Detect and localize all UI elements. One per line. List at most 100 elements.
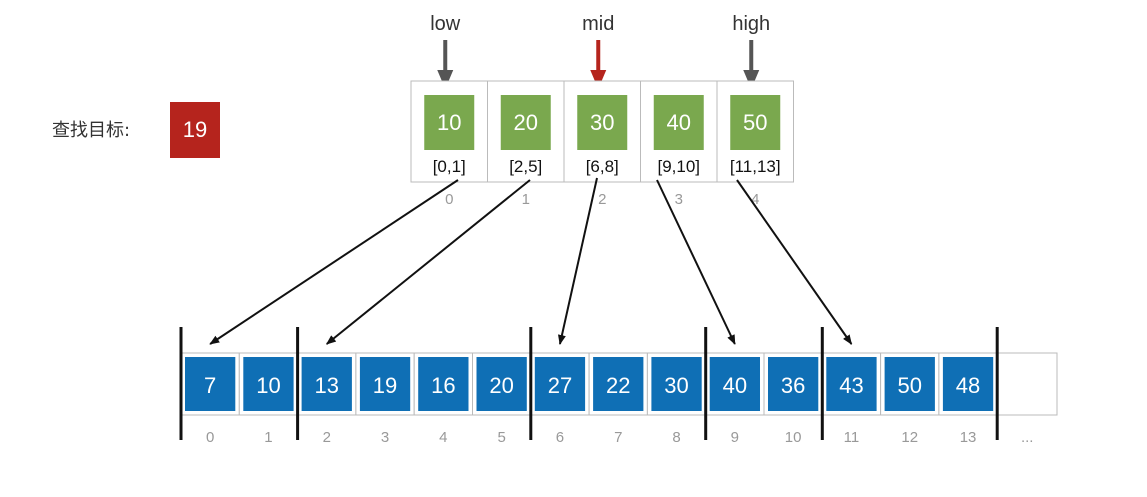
array-value: 16 [431,373,455,398]
pointer-label: high [732,13,770,35]
index-slot-number: 4 [751,191,759,208]
array-index: 10 [785,429,802,446]
block-link-arrow [209,179,459,345]
pointer-high: high [732,13,770,89]
array-index: 8 [672,429,680,446]
block-links [209,177,853,345]
index-block: 10 [0,1] 0 [410,80,488,208]
block-link-arrow [656,179,736,345]
index-key-cell [500,95,551,150]
array-cell: 48 13 [938,352,998,446]
array-value-cell [826,357,877,411]
index-table: 10 [0,1] 0 20[2,5]1 30 [6,8] 2 40 [9,10] 3 50[11,1… [410,80,794,208]
block-link-arrow [736,179,853,345]
index-key-cell [653,95,704,150]
index-key-cell [730,95,781,150]
index-block: 20[2,5]1 [487,80,565,208]
pointer-low: low [430,13,461,89]
array-index: 3 [381,429,389,446]
index-block: 30 [6,8] 2 [563,80,641,208]
array-index: 1 [264,429,272,446]
array-value: 10 [256,373,280,398]
array-value-cell [185,357,236,411]
array-value: 19 [373,373,397,398]
block-link-arrow [558,177,598,345]
index-slot-number: 3 [675,191,683,208]
search-target-label: 查找目标: [52,120,131,141]
index-range-label: [6,8] [586,157,619,176]
array-cell: 10 1 [238,352,299,446]
array-value-cell [768,357,819,411]
array-value: 27 [548,373,572,398]
array-cell: 36 10 [763,352,823,446]
array-cell: 43 11 [821,352,882,446]
array-index: 9 [731,429,739,446]
array-value-cell [243,357,294,411]
array-ellipsis: ... [1021,429,1034,446]
block-link-arrow [325,179,531,345]
pointer-arrowhead-icon [590,70,607,89]
array-index: 2 [323,429,331,446]
array-index: 13 [960,429,977,446]
index-block: 50[11,13]4 [716,80,794,208]
array-value-cell [651,357,702,411]
index-key-value: 10 [437,110,461,135]
array-value-cell [301,357,352,411]
pointer-arrowhead-icon [743,70,760,89]
array-value: 20 [489,373,513,398]
pointer-label: low [430,13,461,35]
array-empty-cell [996,352,1058,416]
index-range-label: [9,10] [657,157,700,176]
array-value: 30 [664,373,688,398]
index-block: 40 [9,10] 3 [640,80,718,208]
index-slot-number: 0 [445,191,453,208]
array-cell: 13 2 [297,352,357,446]
main-array: 7010113219316420527622730840936104311501… [179,327,1058,446]
array-index: 12 [901,429,918,446]
array-index: 6 [556,429,564,446]
array-index: 0 [206,429,214,446]
pointer-layer: low mid high [430,13,770,89]
index-key-value: 40 [667,110,691,135]
pointer-label: mid [582,13,614,35]
array-value-cell [418,357,469,411]
array-cell: 40 9 [705,352,765,446]
array-value-cell [709,357,760,411]
array-value-cell [534,357,586,411]
array-cell: 16 4 [413,352,474,446]
array-value: 48 [956,373,980,398]
index-key-value: 50 [743,110,767,135]
array-cell: 70 [180,352,240,446]
array-value: 7 [204,373,216,398]
array-cell: 50 12 [880,352,940,446]
array-value-cell [884,357,935,411]
array-value: 43 [839,373,863,398]
index-range-label: [0,1] [433,157,466,176]
index-key-value: 30 [590,110,614,135]
array-value: 22 [606,373,630,398]
index-range-label: [2,5] [509,157,542,176]
array-value-cell [359,357,411,411]
search-target-value: 19 [170,102,220,158]
array-cell: 22 7 [588,352,648,446]
array-value: 36 [781,373,805,398]
array-value-cell [476,357,527,411]
array-index: 7 [614,429,622,446]
pointer-arrowhead-icon [437,70,454,89]
array-value: 40 [723,373,747,398]
array-value-cell [942,357,994,411]
index-key-cell [424,95,475,150]
array-cell: 20 5 [472,352,532,446]
index-slot-number: 2 [598,191,606,208]
array-index: 5 [497,429,505,446]
array-index: 11 [844,429,860,446]
array-index: 4 [439,429,447,446]
pointer-mid: mid [582,13,614,89]
array-value: 13 [315,373,339,398]
array-cell: 19 3 [355,352,415,446]
array-value: 50 [898,373,922,398]
index-key-cell [577,95,628,150]
array-cell: 30 8 [646,352,707,446]
array-cell: 27 6 [530,352,590,446]
